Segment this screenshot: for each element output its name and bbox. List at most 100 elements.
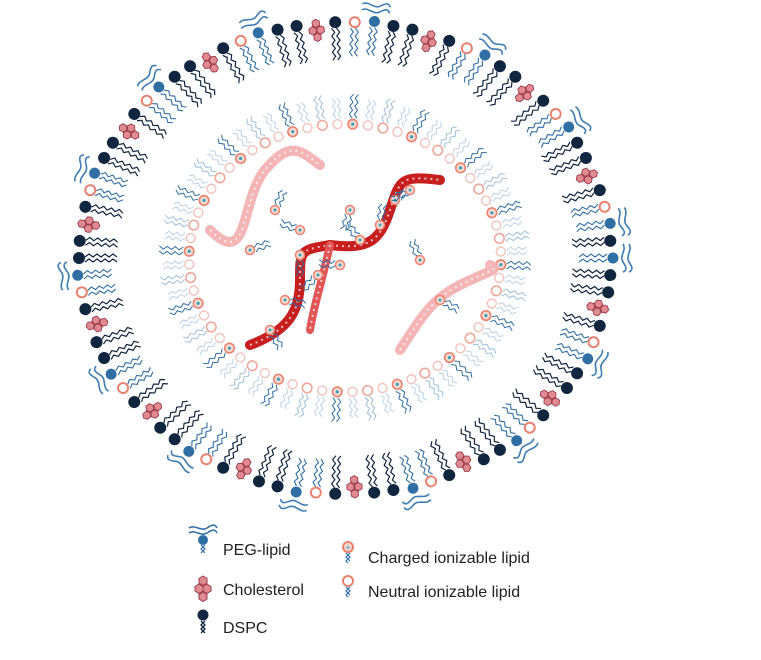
outer-lipid: [75, 283, 117, 299]
outer-lipid-layer: [57, 2, 633, 512]
inner-lipid: [391, 378, 412, 414]
core-lipid: [244, 240, 272, 256]
charged-ionizable-lipid-icon: +: [342, 541, 354, 564]
core-lipid: [345, 221, 366, 246]
outer-lipid: [290, 19, 309, 65]
core-lipid: [294, 249, 306, 277]
legend-item-neutral-ionizable-lipid: Neutral ionizable lipid: [330, 574, 560, 608]
inner-lipid: [377, 382, 394, 414]
outer-lipid: [217, 42, 245, 84]
outer-lipid: [381, 451, 400, 497]
outer-lipid: [184, 60, 216, 99]
inner-lipid: [232, 129, 258, 156]
inner-lipid: [262, 112, 284, 142]
outer-lipid: [474, 417, 506, 456]
inner-lipid: [493, 230, 530, 245]
outer-lipid: [420, 30, 437, 53]
outer-lipid: [84, 184, 125, 203]
inner-lipid: [347, 386, 359, 419]
inner-lipid: [294, 382, 313, 418]
inner-lipid: [480, 186, 511, 206]
legend-item-cholesterol: Cholesterol: [185, 574, 335, 608]
neutral-ionizable-lipid-icon: [342, 575, 354, 598]
inner-lipid: [432, 126, 461, 156]
inner-lipid: [406, 374, 428, 404]
inner-lipid: [182, 321, 217, 344]
inner-lipid: [377, 98, 396, 134]
cholesterol-icon: [194, 575, 212, 603]
outer-lipid: [512, 388, 550, 422]
inner-lipid: [279, 379, 298, 410]
outer-lipid: [381, 19, 400, 64]
outer-lipid: [414, 448, 438, 488]
outer-lipid: [447, 42, 473, 80]
inner-lipid: [490, 285, 527, 302]
inner-lipid: [454, 148, 487, 174]
outer-lipid: [348, 16, 361, 57]
outer-lipid: [365, 454, 381, 499]
legend-label-peg-lipid: PEG-lipid: [223, 542, 291, 559]
legend-label-dspc: DSPC: [223, 620, 268, 637]
outer-lipid: [77, 216, 101, 233]
inner-lipid: [278, 102, 299, 138]
outer-lipid: [460, 425, 490, 466]
outer-lipid: [554, 342, 609, 379]
inner-lipid: [362, 98, 377, 131]
outer-lipid: [472, 60, 506, 97]
outer-lipid: [559, 328, 600, 349]
outer-lipid: [578, 243, 633, 273]
core-lipid: [318, 259, 346, 271]
outer-lipid: [455, 451, 472, 472]
legend-label-neutral-ionizable-lipid: Neutral ionizable lipid: [368, 584, 521, 601]
inner-lipid: [206, 150, 235, 173]
mrna-light-right: [395, 260, 499, 355]
inner-lipid: [167, 285, 199, 301]
outer-lipid: [142, 401, 163, 420]
outer-lipid: [361, 2, 392, 56]
outer-lipid: [397, 23, 419, 67]
outer-lipid: [538, 106, 592, 148]
outer-lipid: [501, 403, 536, 434]
inner-lipid: [480, 309, 515, 331]
outer-lipid: [79, 297, 124, 316]
outer-lipid: [73, 153, 129, 188]
outer-lipid: [541, 136, 584, 163]
outer-lipid: [575, 206, 632, 237]
inner-lipid: [443, 351, 473, 382]
inner-lipid: [172, 201, 204, 218]
outer-lipid: [569, 283, 615, 299]
inner-lipid: [313, 94, 328, 132]
outer-lipid: [166, 422, 212, 474]
inner-lipid: [175, 185, 210, 207]
outer-lipid: [526, 107, 562, 137]
outer-lipid: [238, 10, 275, 66]
inner-lipid: [464, 332, 497, 358]
outer-lipid: [168, 70, 202, 108]
legend-left-column: PEG-lipid Cholesterol DSPC: [185, 522, 335, 652]
inner-lipid: [179, 310, 210, 330]
outer-lipid: [154, 400, 191, 434]
legend-item-dspc: DSPC: [185, 608, 335, 642]
outer-lipid: [98, 340, 141, 365]
outer-lipid: [399, 454, 432, 511]
outer-lipid: [235, 458, 253, 480]
core-lipid: [389, 184, 416, 202]
legend-right-column: + Charged ionizable lipid Neutral ioniza…: [330, 522, 560, 652]
mrna-strands: [205, 145, 499, 355]
inner-lipid: [220, 352, 246, 379]
legend-label-charged-ionizable-lipid: Charged ionizable lipid: [368, 550, 530, 567]
core-lipid: [264, 324, 283, 351]
outer-lipid: [464, 33, 507, 86]
inner-lipid: [229, 360, 258, 390]
outer-lipid: [514, 83, 535, 103]
outer-lipid: [168, 410, 204, 446]
inner-lipid: [331, 386, 343, 423]
outer-lipid: [510, 94, 550, 126]
inner-lipid: [473, 172, 508, 195]
outer-lipid: [88, 355, 143, 395]
inner-lipid: [495, 246, 528, 257]
inner-lipid: [168, 297, 204, 316]
outer-lipid: [118, 123, 140, 140]
outer-lipid: [90, 326, 134, 349]
core-lipid: [279, 218, 306, 236]
